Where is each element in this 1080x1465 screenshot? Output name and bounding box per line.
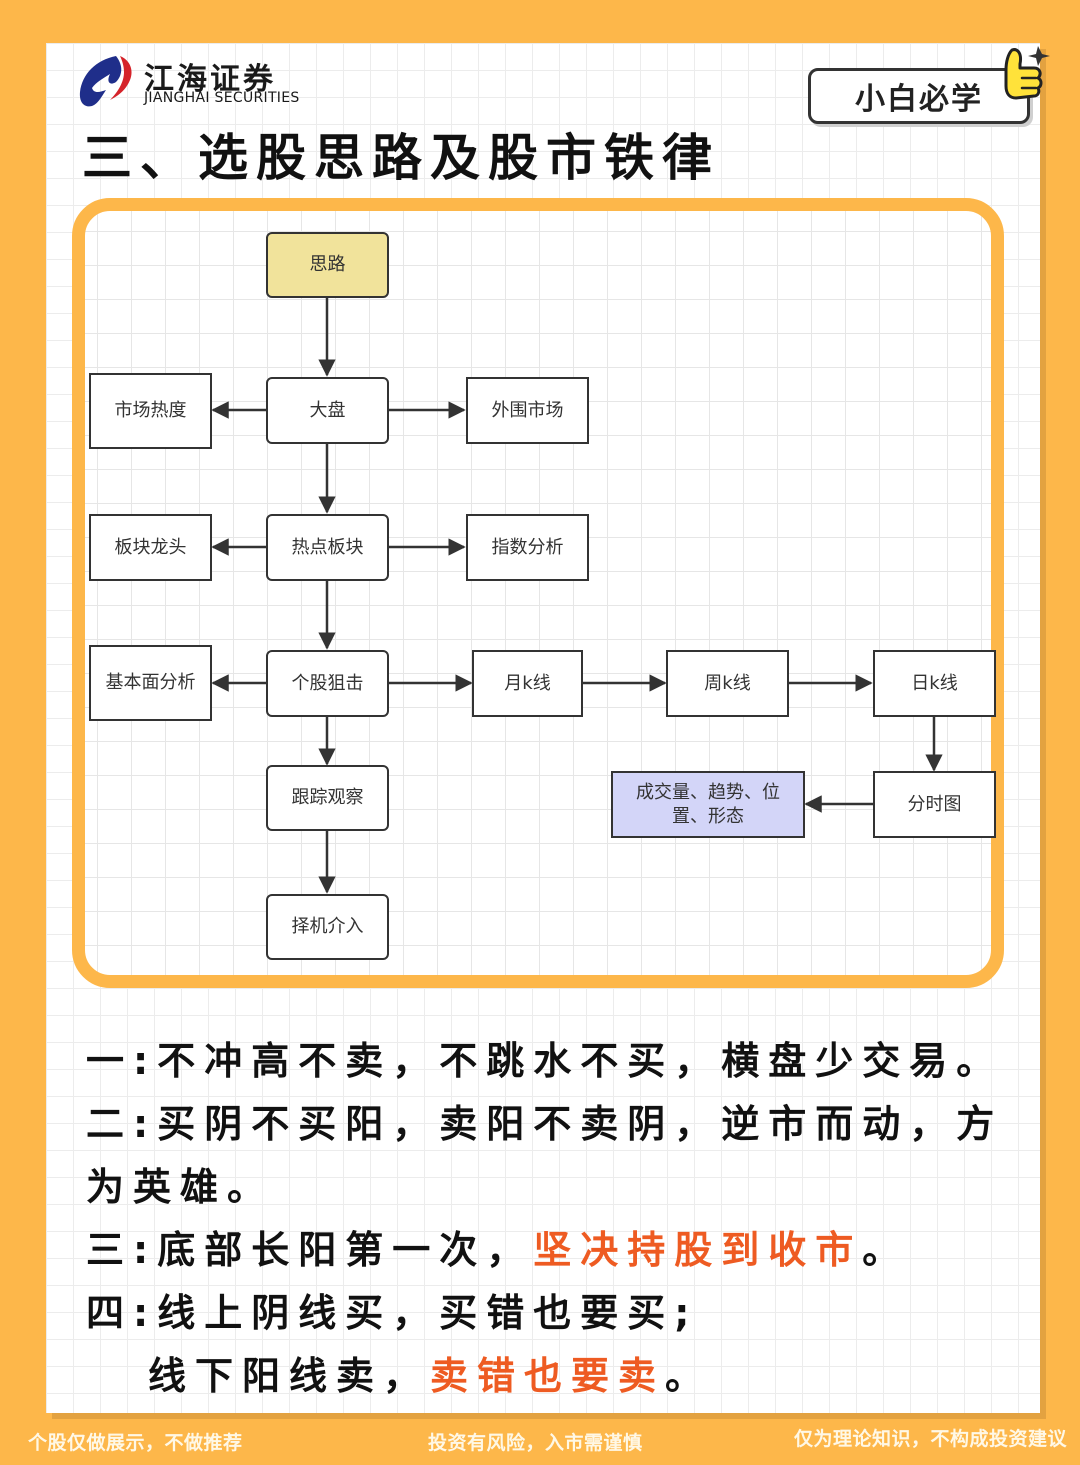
beginner-badge: 小白必学	[808, 68, 1030, 124]
rule-3-end: 。	[862, 1228, 910, 1272]
node-shichang-redu: 市场热度	[89, 373, 212, 449]
brand-logo: 江海证券 JIANGHAI SECURITIES	[76, 52, 316, 112]
node-gegu-juji: 个股狙击	[266, 650, 389, 717]
rule-2-cont: 为英雄。	[86, 1165, 275, 1209]
node-label: 外围市场	[491, 399, 564, 421]
node-zeji-jieru: 择机介入	[266, 894, 389, 960]
node-fenshi-tu: 分时图	[873, 771, 996, 838]
node-zhishu-fenxi: 指数分析	[466, 514, 589, 581]
rule-3-text: 三:底部长阳第一次，	[86, 1228, 534, 1272]
node-label: 基本面分析	[105, 672, 196, 693]
node-label: 指数分析	[491, 536, 564, 558]
stock-rules: 一:不冲高不卖，不跳水不买，横盘少交易。 二:买阴不买阳，卖阳不卖阴，逆市而动，…	[86, 1030, 1026, 1408]
page-title: 三、选股思路及股市铁律	[82, 129, 720, 187]
node-label: 个股狙击	[291, 672, 364, 694]
node-ri-k: 日k线	[873, 650, 996, 717]
node-bankuai-longtou: 板块龙头	[89, 514, 212, 581]
node-label: 思路	[309, 254, 346, 275]
jianghai-logo-icon	[79, 56, 132, 107]
node-zhou-k: 周k线	[666, 650, 789, 717]
rule-4b-highlight: 卖错也要卖	[430, 1354, 666, 1398]
node-label: 分时图	[907, 793, 962, 815]
node-jibenmian-fenxi: 基本面分析	[89, 645, 212, 721]
node-label: 月k线	[504, 672, 551, 694]
node-waiwei-shichang: 外围市场	[466, 377, 589, 444]
node-label: 日k线	[911, 672, 958, 694]
node-label: 市场热度	[114, 400, 187, 421]
rule-4: 四:线上阴线买，买错也要买;	[86, 1291, 699, 1335]
footer-disclaimer-center: 投资有风险，入市需谨慎	[428, 1432, 643, 1454]
node-label: 板块龙头	[114, 536, 187, 558]
node-label: 择机介入	[291, 916, 364, 937]
node-label: 热点板块	[291, 536, 364, 558]
node-chengjiao-qushi: 成交量、趋势、位置、形态	[611, 771, 805, 838]
badge-label: 小白必学	[855, 82, 983, 117]
node-silu: 思路	[266, 232, 389, 298]
node-label: 大盘	[309, 399, 346, 421]
rule-1: 一:不冲高不卖，不跳水不买，横盘少交易。	[86, 1039, 1004, 1083]
node-dapan: 大盘	[266, 377, 389, 444]
rule-3-highlight: 坚决持股到收市	[533, 1228, 863, 1272]
rule-2: 二:买阴不买阳，卖阳不卖阴，逆市而动，方	[86, 1102, 1004, 1146]
node-genzong-guancha: 跟踪观察	[266, 765, 389, 831]
rule-4-cont: 线下阳线卖，卖错也要卖。	[86, 1345, 1026, 1408]
node-label: 周k线	[704, 672, 751, 694]
thumbs-up-icon	[1004, 46, 1050, 100]
node-label: 成交量、趋势、位置、形态	[636, 781, 780, 827]
rule-4b-end: 。	[665, 1354, 713, 1398]
rule-4b-text: 线下阳线卖，	[148, 1354, 431, 1398]
brand-name-en: JIANGHAI SECURITIES	[144, 90, 300, 106]
rule-3: 三:底部长阳第一次，坚决持股到收市。	[86, 1219, 1026, 1282]
node-redian-bankuai: 热点板块	[266, 514, 389, 581]
footer-disclaimer-right: 仅为理论知识，不构成投资建议	[794, 1428, 1068, 1450]
footer-disclaimer-left: 个股仅做展示，不做推荐	[28, 1432, 243, 1454]
flowchart-frame	[72, 198, 1004, 988]
brand-name-cn: 江海证券	[144, 62, 276, 97]
node-yue-k: 月k线	[472, 650, 583, 717]
node-label: 跟踪观察	[291, 787, 364, 808]
